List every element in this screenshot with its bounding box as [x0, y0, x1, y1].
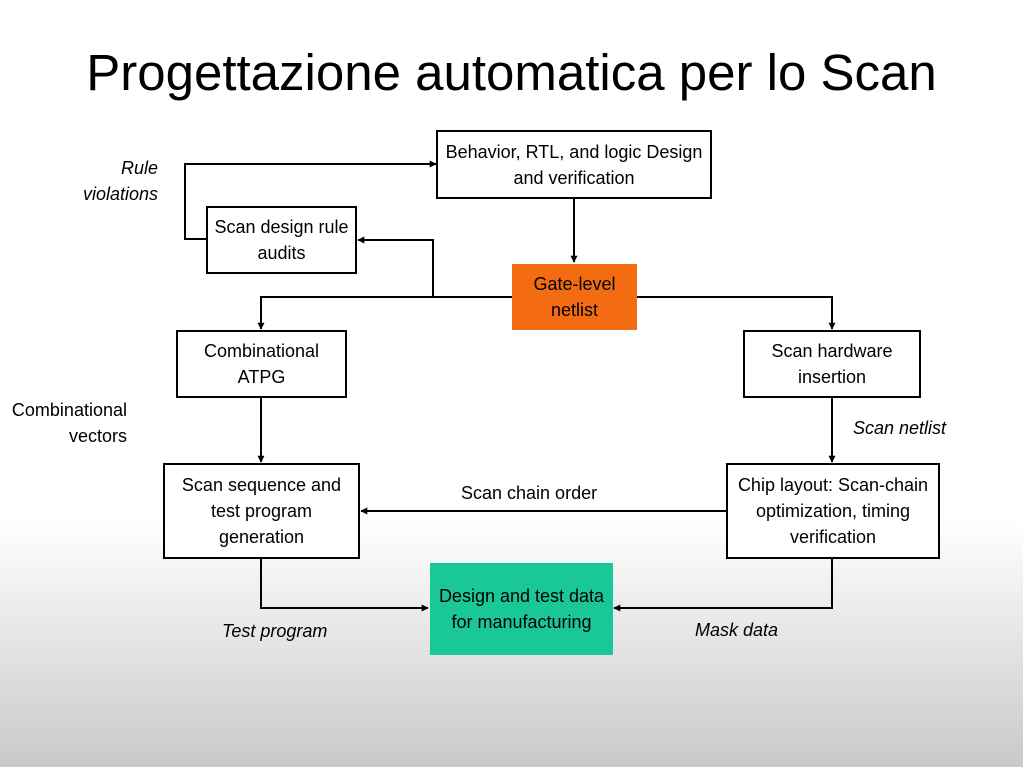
page-title: Progettazione automatica per lo Scan	[86, 44, 937, 101]
mask-data-arrow	[613, 559, 833, 612]
scan-design-rule-audits-box: Scan design rule audits	[206, 206, 357, 274]
mask-data-label: Mask data	[695, 620, 779, 640]
rule-violations-arrow	[184, 160, 437, 240]
netlist-to-scan-hw-arrow	[637, 296, 836, 330]
scan-netlist-label: Scan netlist	[853, 418, 947, 438]
design-test-data-box: Design and test data for manufacturing	[430, 563, 613, 655]
test-program-label: Test program	[222, 621, 328, 641]
behavior-rtl-box: Behavior, RTL, and logic Design and veri…	[436, 130, 712, 199]
rule-violations-label: Rule violations	[82, 158, 158, 204]
test-program-arrow	[260, 559, 429, 612]
combinational-vectors-label: Combinational vectors	[11, 400, 127, 446]
netlist-to-audits-arrow	[357, 236, 512, 298]
chip-layout-box: Chip layout: Scan-chain optimization, ti…	[726, 463, 940, 559]
netlist-to-atpg-arrow	[257, 296, 433, 330]
scan-hardware-insertion-box: Scan hardware insertion	[743, 330, 921, 398]
scan-chain-order-label: Scan chain order	[461, 483, 598, 503]
combinational-atpg-box: Combinational ATPG	[176, 330, 347, 398]
scan-sequence-box: Scan sequence and test program generatio…	[163, 463, 360, 559]
gate-level-netlist-box: Gate-level netlist	[512, 264, 637, 330]
